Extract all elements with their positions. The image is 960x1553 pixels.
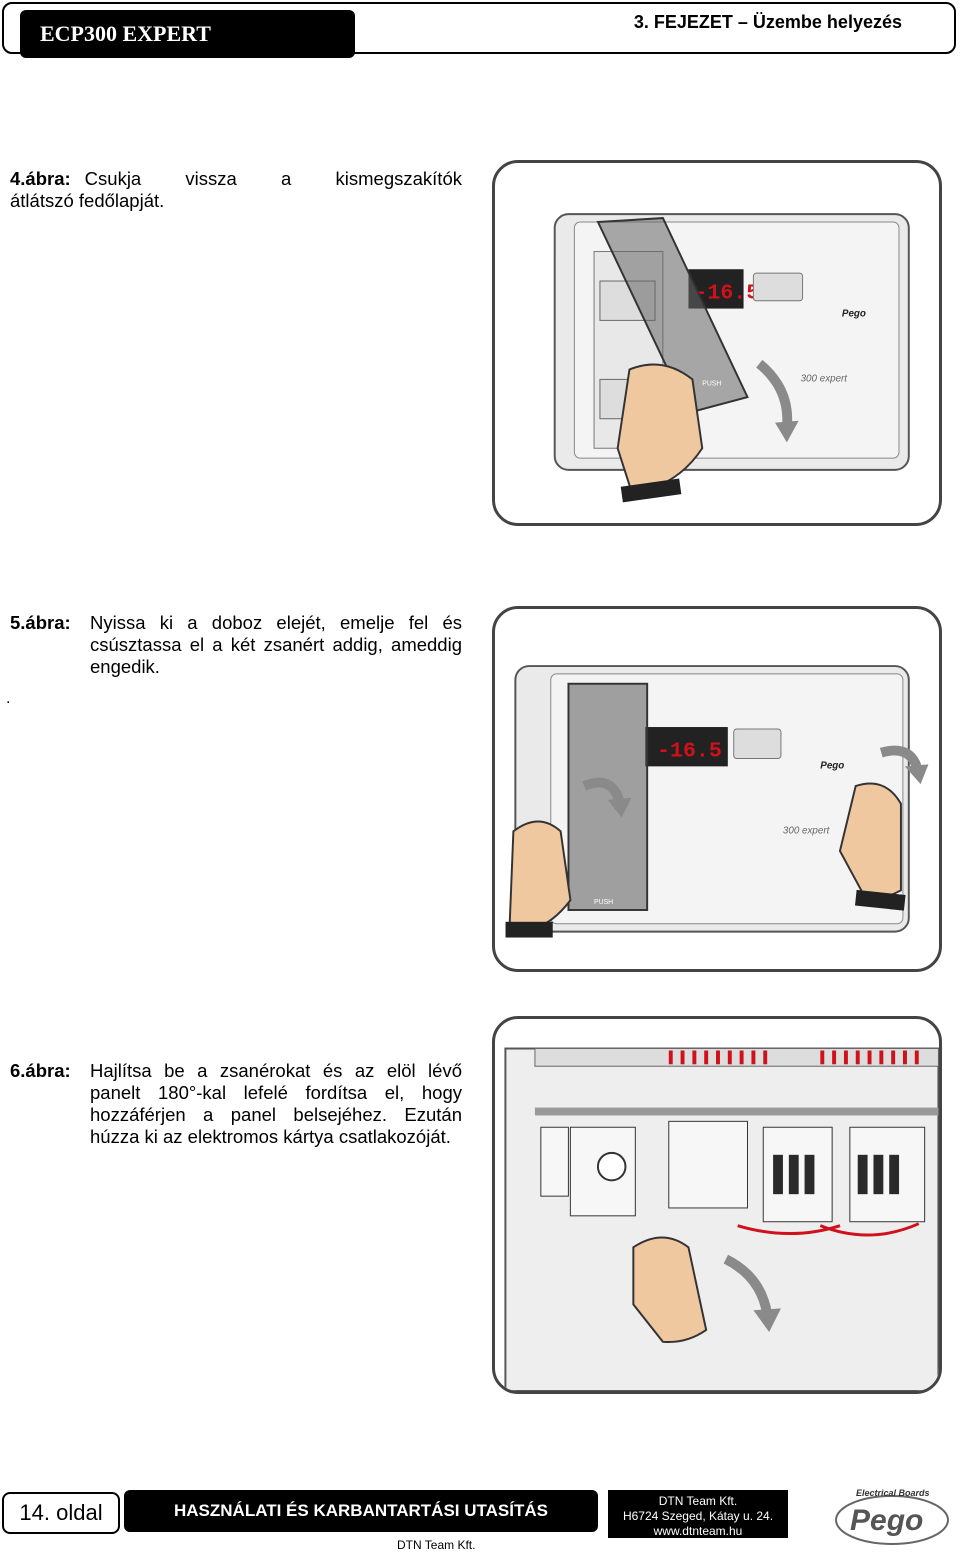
figure-4-brand: Pego bbox=[842, 308, 866, 319]
company-info: DTN Team Kft. H6724 Szeged, Kátay u. 24.… bbox=[608, 1490, 788, 1538]
figure-5-caption: 5.ábra: Nyissa ki a doboz elejét, emelje… bbox=[10, 612, 462, 678]
figure-5-image: -16.5 Pego 300 expert PUSH bbox=[492, 606, 942, 972]
figure-4-illustration: -16.5 Pego 300 expert PUSH bbox=[553, 213, 910, 503]
figure-4-model: 300 expert bbox=[801, 373, 849, 384]
company-address: H6724 Szeged, Kátay u. 24. bbox=[622, 1509, 774, 1523]
pego-logo: Electrical Boards Pego bbox=[835, 1488, 949, 1545]
figure-4-display: -16.5 bbox=[694, 282, 759, 306]
logo-brand: Pego bbox=[850, 1504, 923, 1537]
figure-4-second-line: átlátszó fedőlapját. bbox=[10, 190, 165, 211]
figure-6-caption: 6.ábra: Hajlítsa be a zsanérokat és az e… bbox=[10, 1060, 462, 1148]
company-web: www.dtnteam.hu bbox=[653, 1524, 743, 1538]
manual-title: HASZNÁLATI ÉS KARBANTARTÁSI UTASÍTÁS bbox=[124, 1490, 598, 1532]
figure-4-push: PUSH bbox=[702, 380, 721, 387]
figure-6-text: Hajlítsa be a zsanérokat és az elöl lévő… bbox=[90, 1060, 462, 1147]
company-name-under: DTN Team Kft. bbox=[397, 1538, 476, 1552]
figure-4-number: 4.ábra: bbox=[10, 168, 71, 189]
figure-5-model: 300 expert bbox=[783, 825, 831, 836]
document-title: ECP300 EXPERT bbox=[20, 10, 355, 58]
header-frame bbox=[2, 2, 956, 54]
page-number: 14. oldal bbox=[2, 1492, 120, 1534]
figure-4-image: -16.5 Pego 300 expert PUSH bbox=[492, 160, 942, 526]
figure-4-first-line: Csukja vissza a kismegszakítók bbox=[84, 168, 462, 189]
chapter-title: 3. FEJEZET – Üzembe helyezés bbox=[633, 12, 902, 32]
figure-5-number: 5.ábra: bbox=[10, 612, 71, 633]
figure-5-illustration: -16.5 Pego 300 expert PUSH bbox=[505, 665, 929, 938]
figure-5-brand: Pego bbox=[820, 760, 844, 771]
figure-5-display: -16.5 bbox=[657, 740, 722, 764]
page-footer: 14. oldal HASZNÁLATI ÉS KARBANTARTÁSI UT… bbox=[2, 1480, 958, 1552]
figure-5-push: PUSH bbox=[594, 899, 613, 906]
figure-6-illustration bbox=[504, 1047, 939, 1391]
logo-tag: Electrical Boards bbox=[856, 1488, 930, 1498]
stray-dot: . bbox=[6, 690, 11, 707]
figure-6-number: 6.ábra: bbox=[10, 1060, 71, 1081]
figure-4-caption: 4.ábra: Csukja vissza a kismegszakítók á… bbox=[10, 168, 462, 212]
figure-6-image bbox=[492, 1016, 942, 1394]
company-name: DTN Team Kft. bbox=[658, 1494, 738, 1508]
figure-5-text: Nyissa ki a doboz elejét, emelje fel és … bbox=[90, 612, 462, 677]
